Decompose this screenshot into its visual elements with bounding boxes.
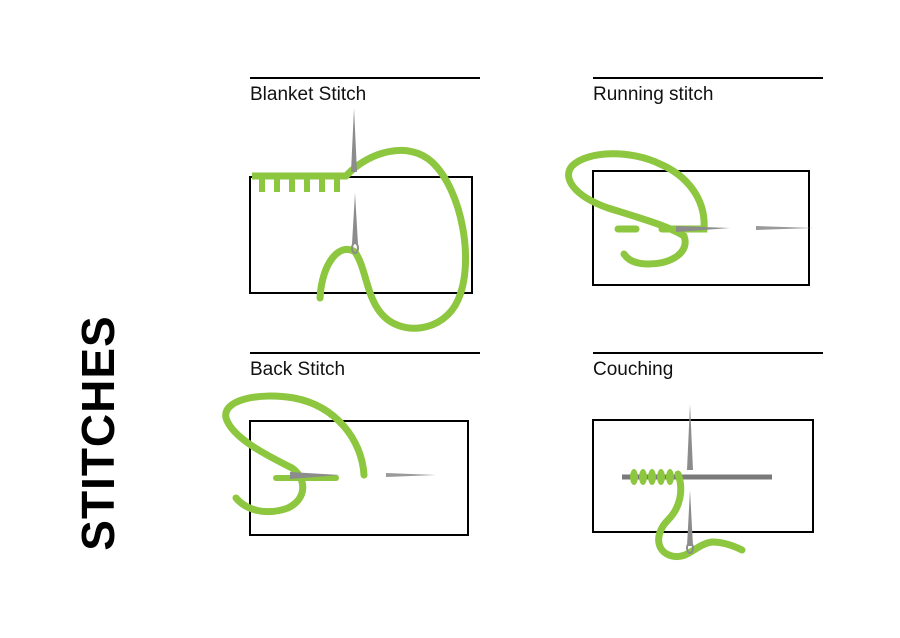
back-stitch-rule — [250, 352, 480, 354]
back-stitch-illustration — [222, 392, 469, 536]
back-needle-tip — [386, 473, 436, 477]
couching-illustration — [592, 404, 814, 561]
blanket-stitch-legs — [259, 176, 340, 192]
couching-rule — [593, 352, 823, 354]
blanket-needle-bottom — [352, 193, 358, 244]
running-stitch-illustration — [565, 150, 814, 286]
running-needle — [676, 226, 730, 232]
blanket-stitch-rule — [250, 77, 480, 79]
running-stitch-label: Running stitch — [593, 84, 714, 105]
couching-needle-top — [687, 404, 693, 470]
running-needle-tip — [756, 226, 814, 230]
back-needle — [290, 472, 340, 479]
blanket-stitch-label: Blanket Stitch — [250, 84, 367, 105]
couching-wraps — [630, 469, 674, 485]
running-stitch-rule — [593, 77, 823, 79]
blanket-stitch-illustration — [249, 108, 473, 332]
couching-fabric — [592, 419, 814, 533]
back-stitch-label: Back Stitch — [250, 359, 346, 380]
running-thread-loop — [565, 150, 708, 268]
back-fabric — [249, 420, 469, 536]
couching-needle-bottom — [687, 490, 693, 546]
blanket-needle-top — [351, 108, 357, 172]
blanket-thread-loop — [316, 146, 470, 332]
back-thread-loop — [222, 392, 368, 516]
blanket-fabric — [249, 176, 473, 294]
couching-label: Couching — [593, 359, 674, 380]
couching-thread — [655, 470, 746, 561]
